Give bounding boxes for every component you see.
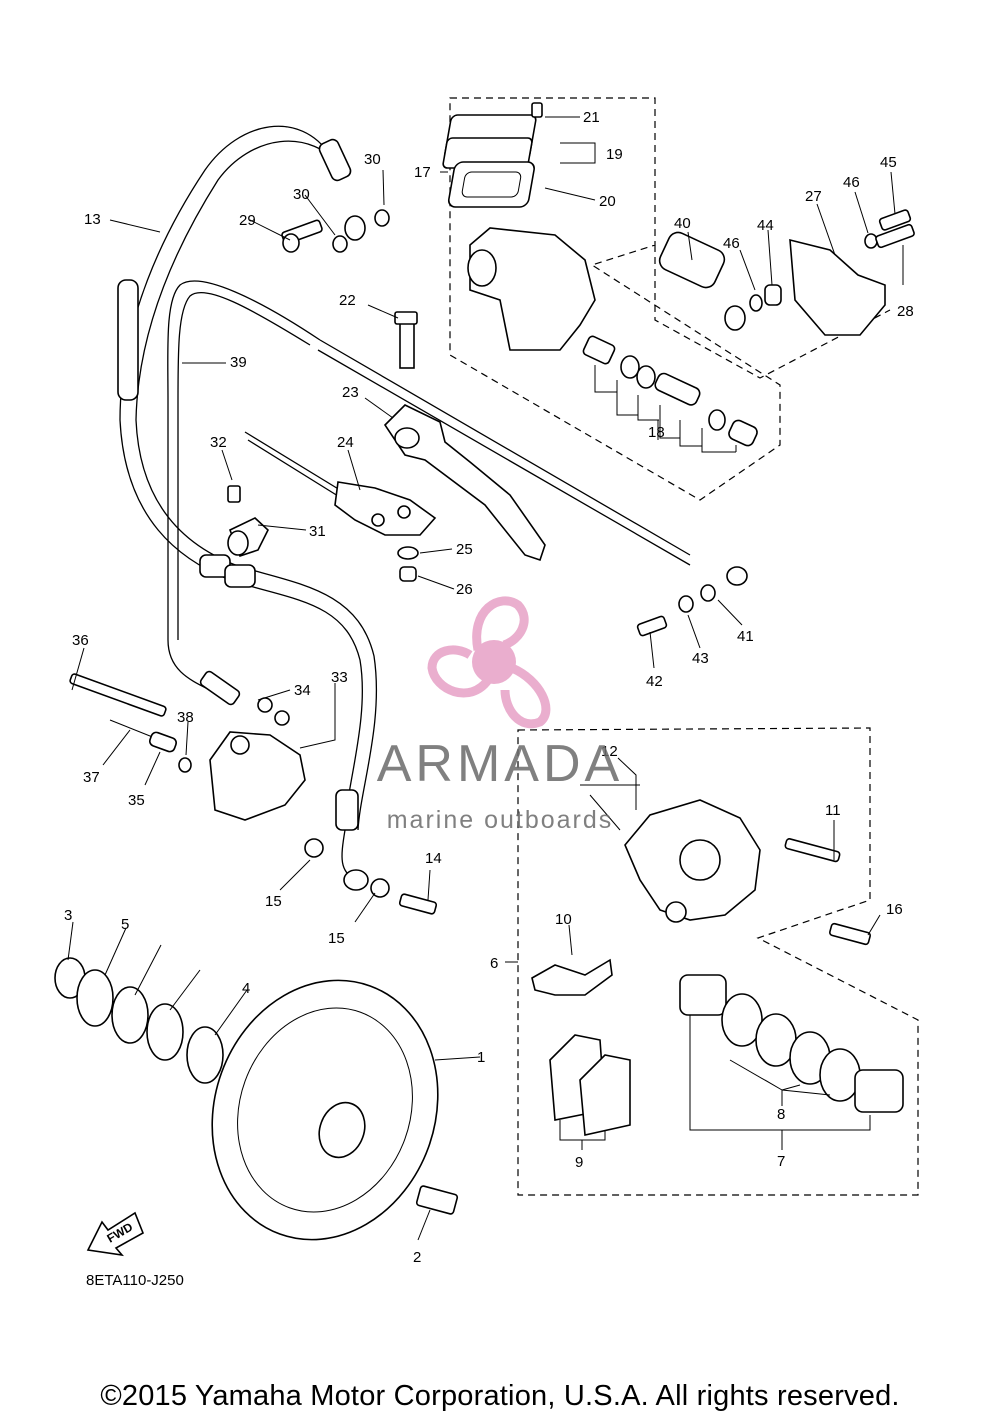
part-label: 19 — [606, 146, 623, 163]
rear-caliper-small — [69, 673, 306, 821]
brake-lever — [383, 404, 546, 562]
part-label: 7 — [777, 1153, 785, 1170]
part-label: 14 — [425, 850, 442, 867]
copyright-notice: ©2015 Yamaha Motor Corporation, U.S.A. A… — [100, 1380, 900, 1412]
master-cylinder-group — [394, 97, 781, 501]
part-label: 42 — [646, 673, 663, 690]
part-label: 35 — [128, 792, 145, 809]
part-label: 40 — [674, 215, 691, 232]
part-label: 15 — [328, 930, 345, 947]
part-label: 44 — [757, 217, 774, 234]
part-label: 34 — [294, 682, 311, 699]
part-label: 12 — [601, 743, 618, 760]
pedal-bracket-group — [636, 209, 915, 637]
part-label: 33 — [331, 669, 348, 686]
front-caliper-group — [415, 727, 919, 1215]
part-label: 22 — [339, 292, 356, 309]
part-label: 2 — [413, 1249, 421, 1266]
part-label: 43 — [692, 650, 709, 667]
throttle-housing — [244, 431, 437, 582]
part-label: 20 — [599, 193, 616, 210]
holder-clamp — [227, 485, 269, 558]
part-label: 5 — [121, 916, 129, 933]
part-label: 32 — [210, 434, 227, 451]
part-label: 26 — [456, 581, 473, 598]
part-label: 9 — [575, 1154, 583, 1171]
part-label: 3 — [64, 907, 72, 924]
part-label: 13 — [84, 211, 101, 228]
piston-kit — [582, 335, 758, 453]
part-label: 24 — [337, 434, 354, 451]
watermark-logo — [427, 596, 551, 729]
part-label: 39 — [230, 354, 247, 371]
leader-lines — [67, 116, 904, 1241]
part-label: 4 — [242, 980, 250, 997]
part-label: 15 — [265, 893, 282, 910]
part-label: 31 — [309, 523, 326, 540]
part-label: 36 — [72, 632, 89, 649]
watermark-tagline: marine outboards — [386, 806, 614, 834]
forward-arrow-icon: FWD — [86, 1211, 145, 1257]
part-label: 17 — [414, 164, 431, 181]
part-label: 38 — [177, 709, 194, 726]
union-bolt-group — [281, 209, 390, 253]
part-label: 21 — [583, 109, 600, 126]
part-label: 46 — [843, 174, 860, 191]
part-label: 1 — [477, 1049, 485, 1066]
part-label: 30 — [293, 186, 310, 203]
part-label: 37 — [83, 769, 100, 786]
part-label: 10 — [555, 911, 572, 928]
part-label: 6 — [490, 955, 498, 972]
part-labels: 1 2 3 4 5 6 7 8 9 10 11 12 13 14 15 15 1… — [64, 109, 914, 1266]
part-label: 18 — [648, 424, 665, 441]
part-label: 8 — [777, 1106, 785, 1123]
part-label: 45 — [880, 154, 897, 171]
brake-hose — [117, 125, 378, 891]
watermark-brand: ARMADA — [376, 735, 624, 793]
diagram-code: 8ETA110-J250 — [86, 1272, 184, 1289]
part-label: 11 — [825, 802, 841, 819]
brake-cable — [167, 280, 748, 706]
part-label: 28 — [897, 303, 914, 320]
part-label: 30 — [364, 151, 381, 168]
part-label: 27 — [805, 188, 822, 205]
part-label: 29 — [239, 212, 256, 229]
part-label: 25 — [456, 541, 473, 558]
part-label: 41 — [737, 628, 754, 645]
part-label: 16 — [886, 901, 903, 918]
part-label: 46 — [723, 235, 740, 252]
part-label: 23 — [342, 384, 359, 401]
brake-disc-group — [54, 838, 439, 1241]
